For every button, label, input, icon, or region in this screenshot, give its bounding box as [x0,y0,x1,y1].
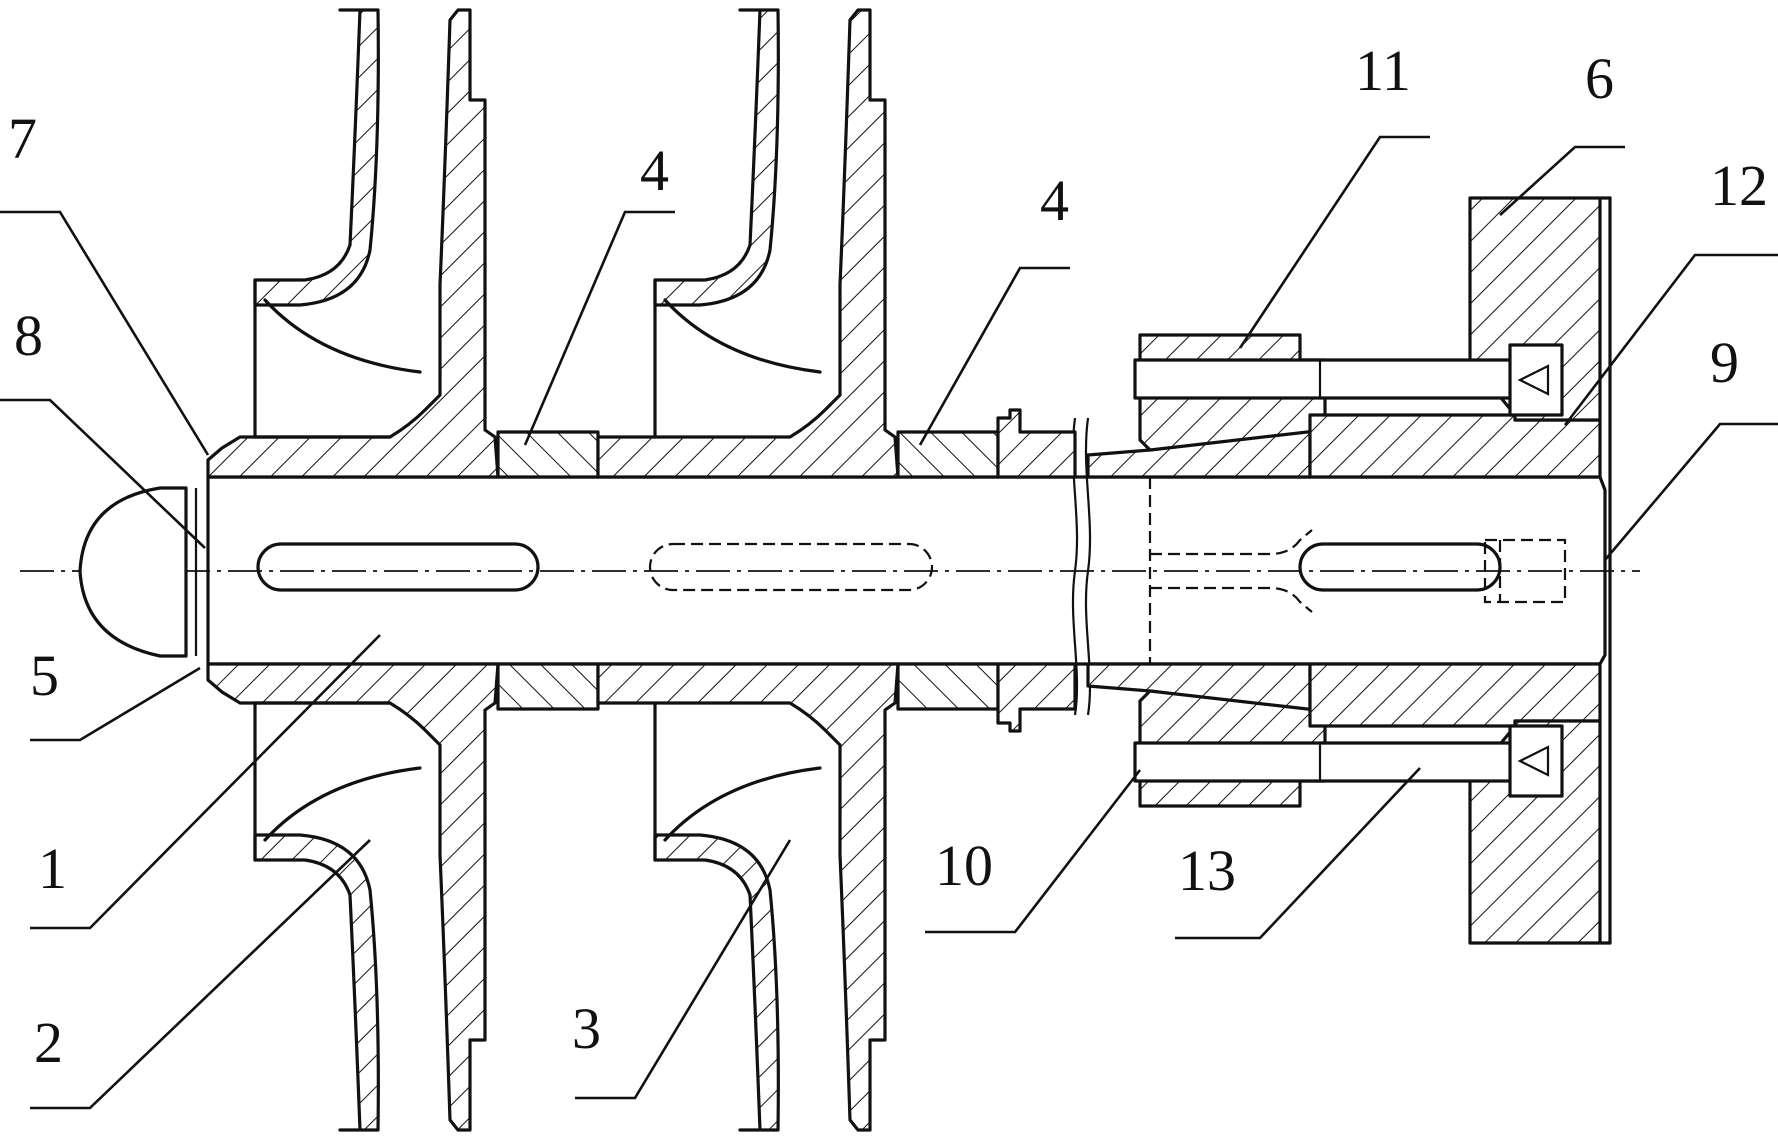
callout-3: 3 [572,996,601,1061]
impeller-second-stage [596,8,900,1132]
callout-7: 7 [8,106,37,171]
impeller-first-stage [206,8,500,1132]
callout-6: 6 [1585,46,1614,111]
callout-10: 10 [935,833,993,898]
callout-2: 2 [34,1010,63,1075]
callout-13: 13 [1178,838,1236,903]
shaft-collar [996,408,1077,733]
callout-11: 11 [1355,38,1411,103]
spacer-sleeve-second [896,430,1000,711]
callout-4-first: 4 [640,138,669,203]
clamp-bolts [1133,343,1564,798]
nose-cap [78,486,198,658]
callout-9: 9 [1710,330,1739,395]
callout-12: 12 [1710,153,1768,218]
leader-lines [0,135,1778,1110]
end-flange [1308,196,1612,945]
callout-1: 1 [38,836,67,901]
callout-5: 5 [30,643,59,708]
callout-8: 8 [14,303,43,368]
callout-4-second: 4 [1040,168,1069,233]
